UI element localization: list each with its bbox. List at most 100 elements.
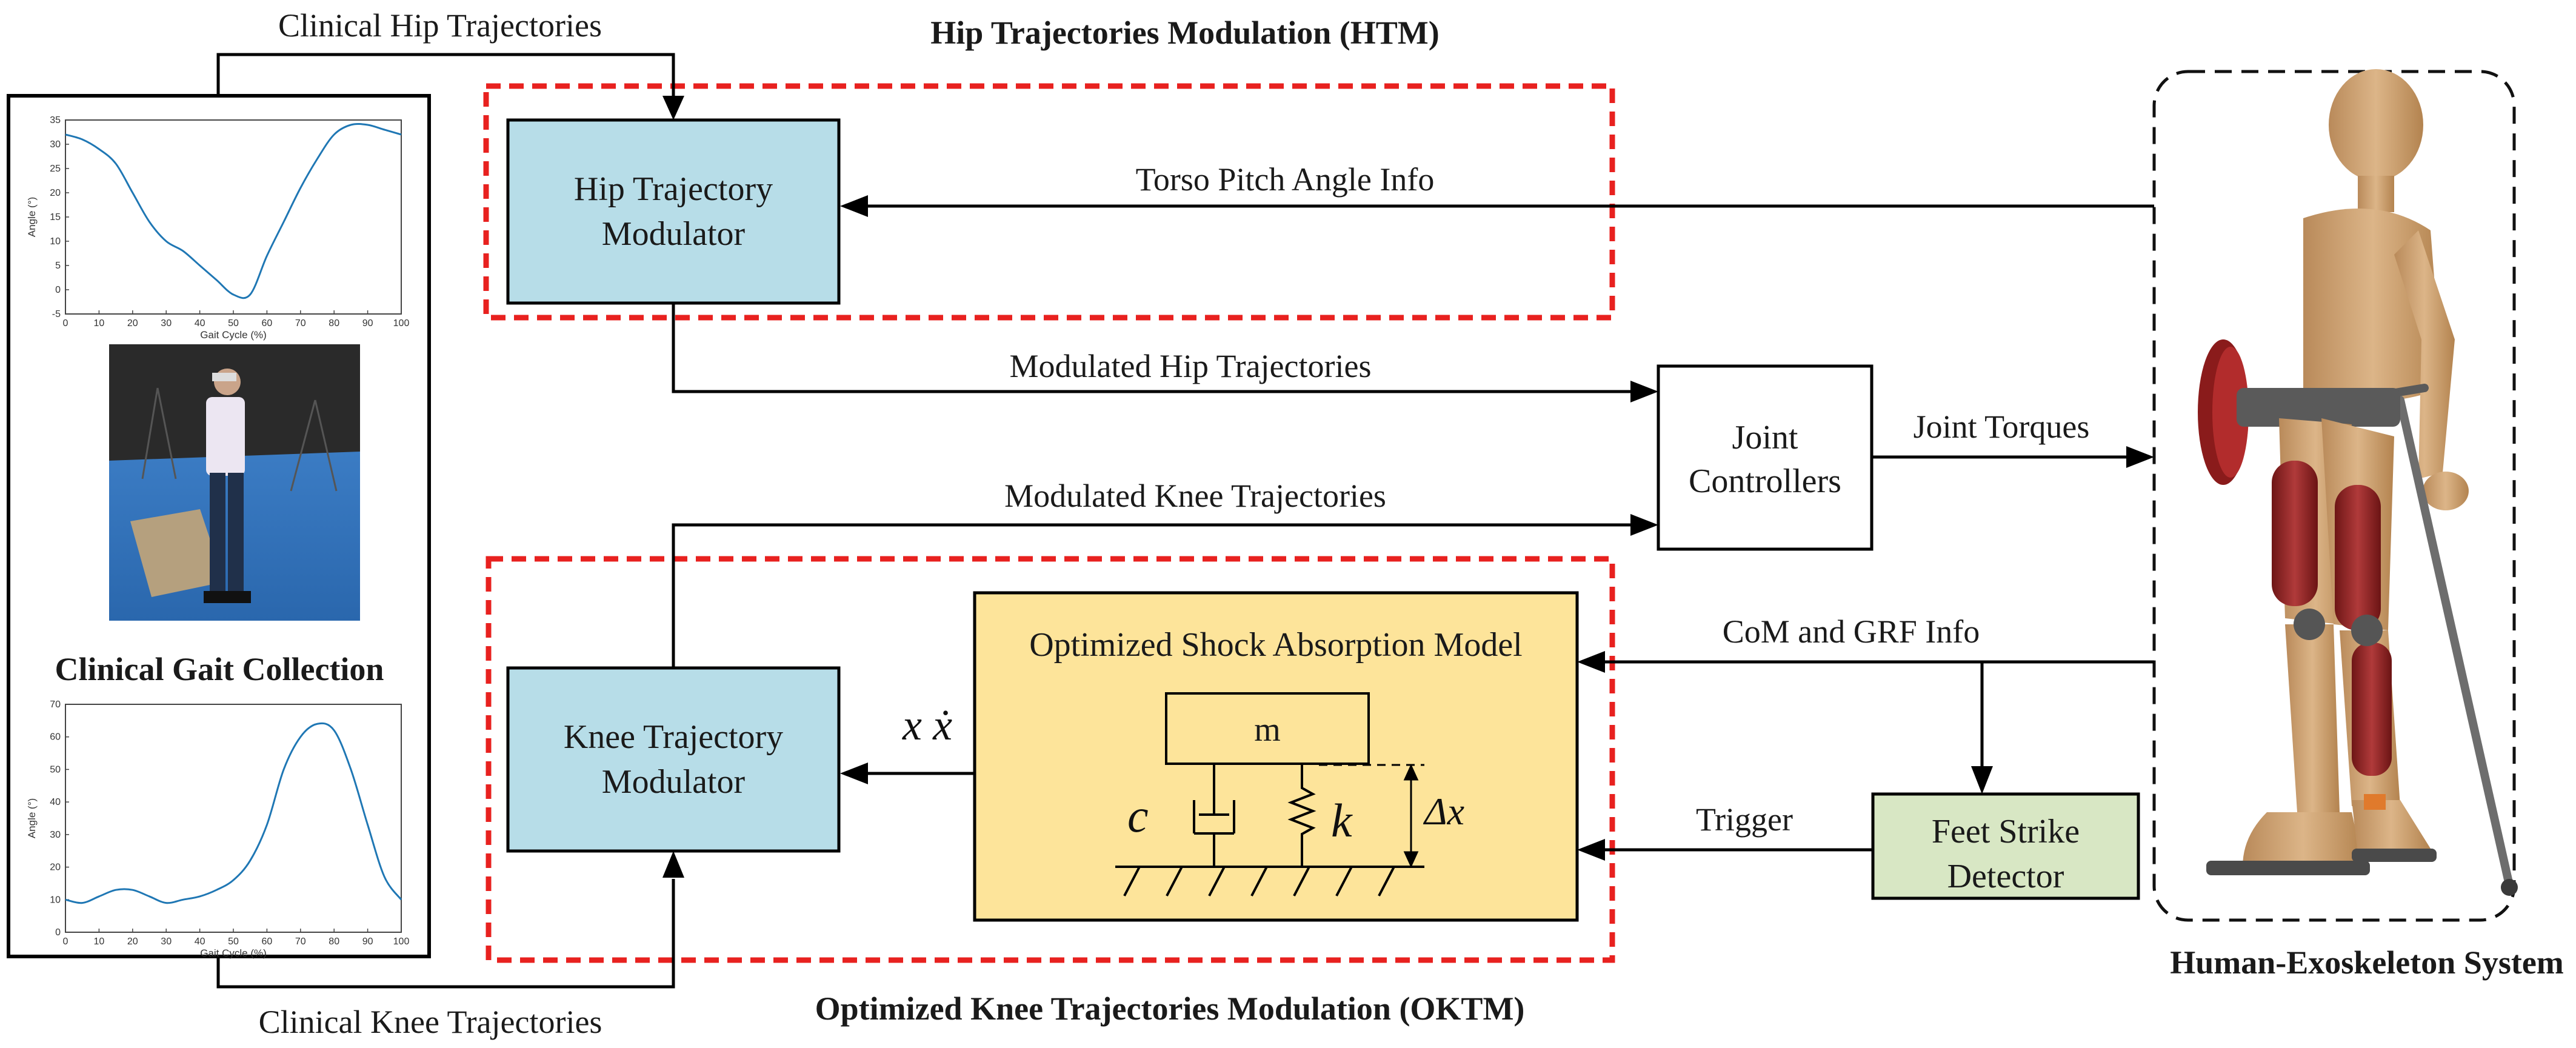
x-tick-label: 50 (228, 936, 239, 947)
y-tick-label: 40 (50, 797, 61, 807)
displacement-marker (1319, 764, 1424, 868)
svg-text:Feet Strike: Feet Strike (1932, 813, 2080, 850)
arrow-modulated-knee (1630, 514, 1658, 536)
ground-symbol (1115, 866, 1424, 896)
y-tick-label: 0 (55, 285, 61, 295)
svg-text:Modulator: Modulator (602, 215, 746, 253)
x-tick-label: 70 (295, 936, 306, 947)
clinical-knee-label: Clinical Knee Trajectories (259, 1004, 602, 1040)
spring-label: k (1331, 794, 1353, 847)
oktm-title: Optimized Knee Trajectories Modulation (… (815, 990, 1525, 1027)
svg-text:Controllers: Controllers (1689, 462, 1841, 500)
arrow-com-grf (1577, 651, 1605, 673)
trigger-label: Trigger (1696, 801, 1793, 838)
damper-symbol (1193, 764, 1235, 867)
feet-strike-detector-block: Feet Strike Detector (1871, 792, 2140, 900)
x-tick-label: 0 (63, 936, 68, 947)
svg-text:Knee Trajectory: Knee Trajectory (564, 718, 783, 756)
svg-text:Joint: Joint (1732, 419, 1798, 456)
arrow-modulated-hip (1630, 381, 1658, 402)
human-exoskeleton-title: Human-Exoskeleton System (2170, 944, 2564, 981)
torso-pitch-label: Torso Pitch Angle Info (1136, 161, 1435, 198)
joint-torques-label: Joint Torques (1914, 409, 2090, 445)
knee-trajectory-modulator-block: Knee Trajectory Modulator (506, 666, 841, 853)
x-tick-label: 90 (362, 936, 373, 947)
x-tick-label: 40 (195, 936, 205, 947)
y-tick-label: 10 (50, 236, 61, 247)
modulated-knee-path (672, 523, 1630, 668)
x-tick-label: 50 (228, 318, 239, 329)
com-grf-label: CoM and GRF Info (1723, 613, 1980, 650)
arrow-joint-torques (2126, 446, 2154, 468)
x-tick-label: 60 (262, 936, 273, 947)
y-tick-label: 20 (50, 188, 61, 198)
clinical-hip-path (216, 53, 675, 97)
y-tick-label: 50 (50, 764, 61, 775)
y-tick-label: 70 (50, 699, 61, 710)
y-tick-label: 60 (50, 732, 61, 743)
x-tick-label: 80 (329, 936, 339, 947)
arrow-com-to-detector (1971, 766, 1993, 794)
y-tick-label: -5 (52, 309, 61, 319)
arrowheads (662, 96, 2154, 878)
plot-frame (65, 704, 402, 933)
x-tick-label: 20 (127, 936, 138, 947)
modulated-knee-label: Modulated Knee Trajectories (1004, 478, 1386, 514)
spring-symbol (1287, 764, 1316, 867)
state-label: x ẋ (902, 701, 952, 749)
y-tick-label: 15 (50, 212, 61, 222)
y-tick-label: 5 (55, 261, 61, 271)
x-tick-label: 20 (127, 318, 138, 329)
shock-absorption-model-block: Optimized Shock Absorption Model m c k Δ… (973, 591, 1579, 922)
svg-text:Modulator: Modulator (602, 763, 746, 801)
svg-text:Hip Trajectory: Hip Trajectory (574, 170, 773, 208)
x-tick-label: 30 (161, 318, 172, 329)
x-axis-label: Gait Cycle (%) (200, 329, 267, 341)
x-tick-label: 30 (161, 936, 172, 947)
y-tick-label: 30 (50, 830, 61, 840)
y-axis-label: Angle (°) (26, 197, 38, 237)
y-tick-label: 0 (55, 927, 61, 938)
connectors (216, 53, 2154, 989)
clinical-hip-label: Clinical Hip Trajectories (278, 7, 602, 44)
arrow-clinical-knee (662, 851, 684, 878)
x-tick-label: 80 (329, 318, 339, 329)
series-line (65, 122, 402, 299)
human-exoskeleton-boundary (2152, 70, 2516, 922)
svg-text:Detector: Detector (1947, 858, 2064, 895)
x-tick-label: 100 (393, 936, 410, 947)
mass-block (1165, 692, 1370, 765)
x-tick-label: 70 (295, 318, 306, 329)
mass-label: m (1254, 711, 1281, 749)
gait-lab-photo (109, 344, 360, 621)
modulated-hip-path (672, 303, 1630, 393)
arrow-clinical-hip (662, 96, 684, 120)
gait-collection-title: Clinical Gait Collection (55, 651, 384, 687)
displacement-label: Δx (1423, 790, 1464, 833)
x-tick-label: 0 (63, 318, 68, 329)
x-tick-label: 10 (94, 318, 105, 329)
arrow-state (840, 763, 868, 784)
arrow-torso-pitch (840, 195, 868, 217)
htm-title: Hip Trajectories Modulation (HTM) (930, 15, 1439, 51)
plot-frame (65, 119, 402, 315)
x-tick-label: 100 (393, 318, 410, 329)
joint-controllers-block: Joint Controllers (1657, 364, 1874, 551)
x-axis-label: Gait Cycle (%) (200, 947, 267, 959)
arrow-trigger (1577, 839, 1605, 861)
svg-text:Optimized Shock Absorption Mod: Optimized Shock Absorption Model (1029, 626, 1523, 664)
y-tick-label: 10 (50, 895, 61, 905)
y-tick-label: 35 (50, 115, 61, 125)
clinical-knee-path (216, 879, 675, 989)
x-tick-label: 40 (195, 318, 205, 329)
hip-trajectory-modulator-block: Hip Trajectory Modulator (506, 118, 841, 305)
x-tick-label: 60 (262, 318, 273, 329)
y-axis-label: Angle (°) (26, 798, 38, 838)
oktm-dashed-boundary (486, 556, 1615, 963)
damper-label: c (1127, 789, 1149, 842)
y-tick-label: 25 (50, 164, 61, 174)
series-line (65, 722, 402, 904)
exoskeleton-figure (2198, 69, 2518, 896)
